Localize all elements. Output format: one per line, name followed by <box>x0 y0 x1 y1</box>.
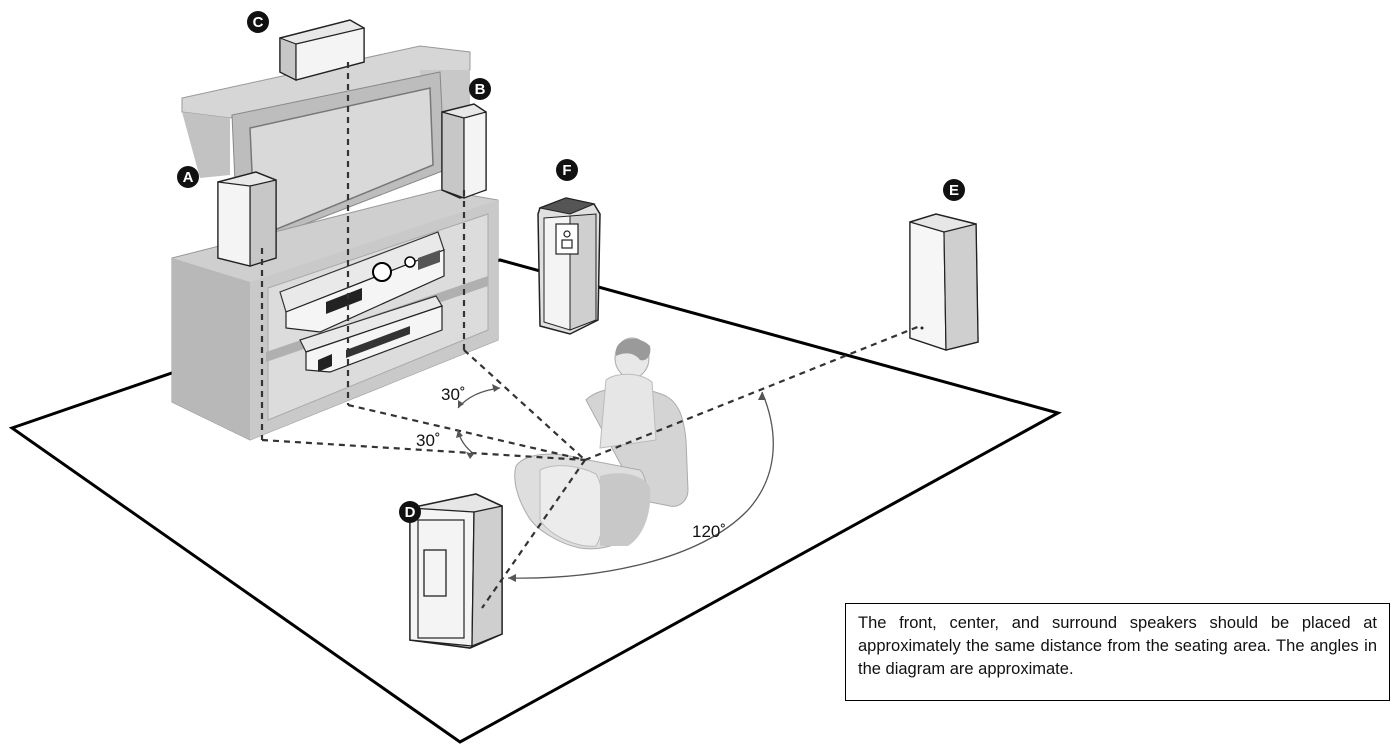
line-a-to-listener <box>261 438 586 462</box>
angle-label-surround: 120˚ <box>692 522 726 541</box>
speaker-direction-lines <box>260 62 921 609</box>
av-receiver <box>279 231 445 333</box>
badge-c-letter: C <box>253 14 264 31</box>
line-b-to-listener <box>463 349 586 461</box>
badge-c: C <box>247 11 269 33</box>
speaker-c-center <box>279 19 365 81</box>
line-d-to-listener <box>481 459 586 609</box>
speaker-a-front-left <box>217 171 277 267</box>
badge-f: F <box>556 159 578 181</box>
placement-note-box: The front, center, and surround speakers… <box>845 603 1390 701</box>
speaker-e-surround-right <box>909 213 979 351</box>
speaker-b-front-right <box>441 103 487 199</box>
line-e-to-listener <box>584 324 921 462</box>
badge-e: E <box>943 179 965 201</box>
speaker-d-surround-left <box>409 493 503 649</box>
listener-in-armchair <box>514 337 689 550</box>
badge-b-letter: B <box>475 81 486 98</box>
badge-f-letter: F <box>562 162 571 179</box>
dvd-player <box>299 295 443 373</box>
badge-d: D <box>399 501 421 523</box>
badge-e-letter: E <box>949 182 959 199</box>
arc-arrowheads <box>456 384 766 582</box>
placement-note-text: The front, center, and surround speakers… <box>858 614 1377 678</box>
line-c-to-listener <box>347 403 586 462</box>
badge-b: B <box>469 78 491 100</box>
angle-label-front-upper: 30˚ <box>441 385 466 404</box>
badge-a: A <box>177 166 199 188</box>
badge-a-letter: A <box>183 169 194 186</box>
speaker-f-subwoofer <box>537 197 601 335</box>
angle-label-front-lower: 30˚ <box>416 431 441 450</box>
badge-d-letter: D <box>405 504 416 521</box>
tv-cabinet <box>171 45 499 441</box>
arc-120 <box>507 391 774 579</box>
